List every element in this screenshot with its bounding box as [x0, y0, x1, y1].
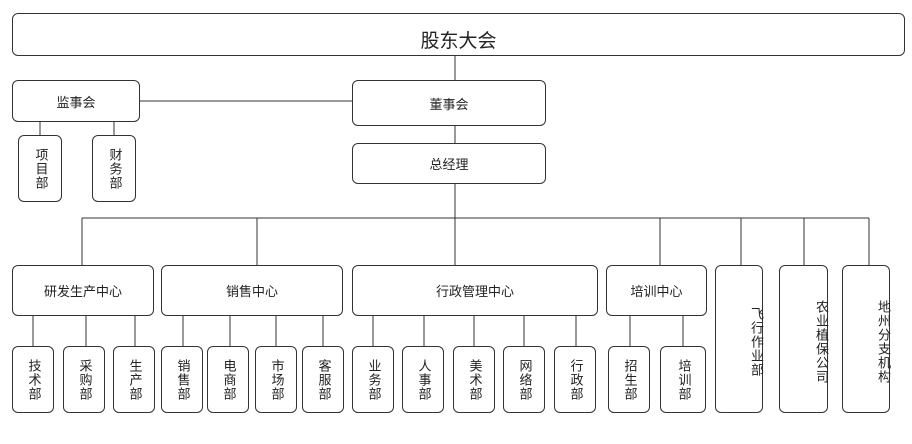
business-dept-node: 业务部 — [352, 346, 394, 413]
art-dept-node: 美术部 — [453, 346, 495, 413]
production-dept-label: 生产部 — [126, 358, 142, 401]
training-dept-node: 培训部 — [660, 346, 706, 413]
flight-ops-node: 飞行作业部 — [715, 265, 763, 413]
marketing-dept-label: 市场部 — [268, 358, 284, 401]
administration-dept-node: 行政部 — [554, 346, 596, 413]
tech-dept-label: 技术部 — [25, 358, 41, 401]
regional-branches-node: 地州分支机构 — [842, 265, 890, 413]
admin-center-label: 行政管理中心 — [435, 285, 514, 300]
project-dept-node: 项目部 — [18, 135, 62, 202]
customer-service-dept-node: 客服部 — [302, 346, 344, 413]
network-dept-node: 网络部 — [503, 346, 545, 413]
business-dept-label: 业务部 — [365, 358, 381, 401]
network-dept-label: 网络部 — [516, 358, 532, 401]
finance-dept-label: 财务部 — [106, 147, 122, 190]
sales-center-label: 销售中心 — [225, 285, 278, 300]
agri-protection-node: 农业植保公司 — [779, 265, 828, 413]
sales-dept-label: 销售部 — [174, 358, 190, 401]
customer-service-dept-label: 客服部 — [315, 358, 331, 401]
enrollment-dept-label: 招生部 — [621, 358, 637, 401]
shareholders-meeting-label: 股东大会 — [420, 30, 497, 52]
admin-center-node: 行政管理中心 — [352, 265, 598, 316]
hr-dept-label: 人事部 — [415, 358, 431, 401]
administration-dept-label: 行政部 — [567, 358, 583, 401]
production-dept-node: 生产部 — [113, 346, 155, 413]
gm-node: 总经理 — [352, 143, 546, 184]
project-dept-label: 项目部 — [32, 147, 48, 190]
training-center-node: 培训中心 — [606, 265, 707, 316]
rd-production-center-label: 研发生产中心 — [43, 285, 122, 300]
flight-ops-label: 飞行作业部 — [748, 307, 763, 377]
agri-protection-label: 农业植保公司 — [813, 300, 828, 384]
regional-branches-label: 地州分支机构 — [875, 300, 890, 384]
supervisors-node: 监事会 — [12, 80, 140, 122]
board-label: 董事会 — [429, 97, 469, 113]
art-dept-label: 美术部 — [466, 358, 482, 401]
hr-dept-node: 人事部 — [402, 346, 444, 413]
ecommerce-dept-label: 电商部 — [220, 358, 236, 401]
ecommerce-dept-node: 电商部 — [207, 346, 249, 413]
shareholders-meeting-node: 股东大会 — [12, 13, 905, 56]
sales-dept-node: 销售部 — [161, 346, 203, 413]
rd-production-center-node: 研发生产中心 — [12, 265, 154, 316]
training-dept-label: 培训部 — [675, 358, 691, 401]
training-center-label: 培训中心 — [630, 285, 683, 300]
purchasing-dept-label: 采购部 — [76, 358, 92, 401]
tech-dept-node: 技术部 — [12, 346, 54, 413]
finance-dept-node: 财务部 — [92, 135, 136, 202]
purchasing-dept-node: 采购部 — [63, 346, 105, 413]
gm-label: 总经理 — [429, 158, 469, 173]
marketing-dept-node: 市场部 — [255, 346, 297, 413]
sales-center-node: 销售中心 — [161, 265, 343, 316]
board-node: 董事会 — [352, 80, 546, 126]
supervisors-label: 监事会 — [56, 95, 96, 111]
enrollment-dept-node: 招生部 — [608, 346, 650, 413]
